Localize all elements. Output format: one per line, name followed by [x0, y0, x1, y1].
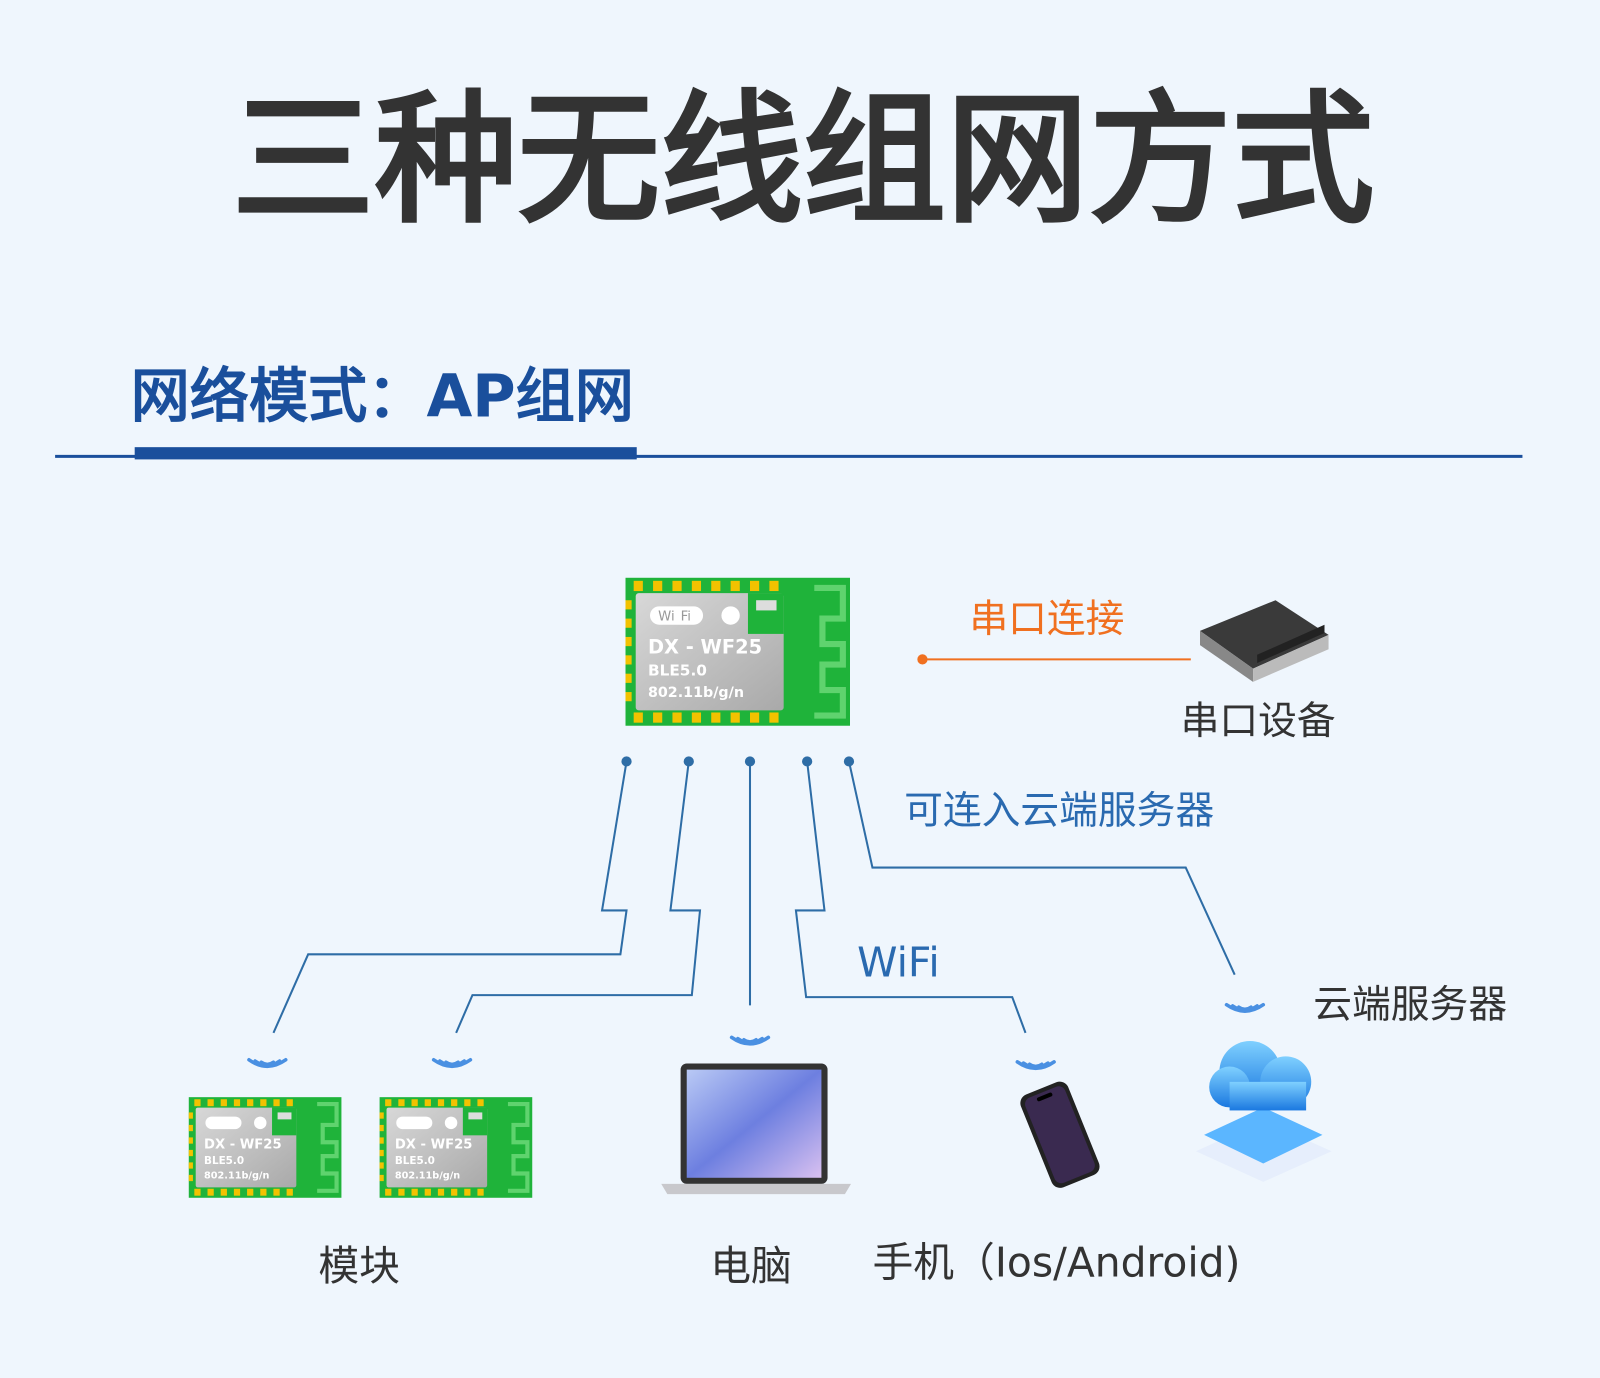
section-underline-bar — [134, 447, 637, 460]
module-model: DX - WF25 — [648, 635, 762, 658]
module-model: DX - WF25 — [204, 1138, 282, 1153]
module-ble: BLE5.0 — [395, 1155, 435, 1167]
module-protocol: 802.11b/g/n — [395, 1170, 460, 1181]
serial-device-label: 串口设备 — [1181, 699, 1336, 744]
cloud-server-icon — [1195, 1041, 1332, 1182]
link-module-1 — [272, 761, 628, 1034]
serial-connection-label: 串口连接 — [969, 597, 1124, 642]
client-module-1: DX - WF25 BLE5.0 802.11b/g/n — [189, 1097, 342, 1198]
link-phone — [794, 761, 1027, 1034]
smartphone-icon — [1020, 1081, 1100, 1188]
module-model: DX - WF25 — [395, 1138, 473, 1153]
serial-device-switch-icon — [1200, 600, 1329, 682]
module-label: 模块 — [318, 1242, 400, 1290]
link-dots — [621, 756, 855, 767]
phone-label: 手机（Ios/Android) — [872, 1239, 1240, 1287]
wifi-signal-icon — [1015, 1060, 1056, 1071]
module-protocol: 802.11b/g/n — [648, 685, 744, 701]
module-protocol: 802.11b/g/n — [204, 1170, 269, 1181]
section-title: 网络模式：AP组网 — [131, 362, 634, 431]
wifi-signal-icon — [247, 1058, 288, 1069]
wifi-badge-left: Wi — [658, 610, 675, 625]
wifi-signal-icon — [729, 1035, 771, 1046]
module-ble: BLE5.0 — [648, 662, 707, 680]
link-module-2 — [455, 761, 702, 1034]
wifi-links — [272, 761, 1236, 1034]
wifi-badge-right: Fi — [681, 610, 691, 625]
cloud-access-label: 可连入云端服务器 — [904, 789, 1214, 834]
wifi-label: WiFi — [857, 939, 940, 987]
wifi-signal-icon — [431, 1058, 473, 1069]
client-module-2: DX - WF25 BLE5.0 802.11b/g/n — [380, 1097, 533, 1198]
laptop-icon — [661, 1063, 852, 1195]
link-cloud — [847, 761, 1236, 976]
module-ble: BLE5.0 — [204, 1155, 244, 1167]
wifi-signal-icons — [247, 1002, 1266, 1071]
cloud-server-label: 云端服务器 — [1313, 983, 1507, 1028]
page-title: 三种无线组网方式 — [232, 76, 1375, 243]
wifi-signal-icon — [1224, 1002, 1266, 1013]
computer-label: 电脑 — [710, 1242, 792, 1290]
main-wifi-module: Wi Fi DX - WF25 BLE5.0 802.11b/g/n — [626, 578, 850, 726]
